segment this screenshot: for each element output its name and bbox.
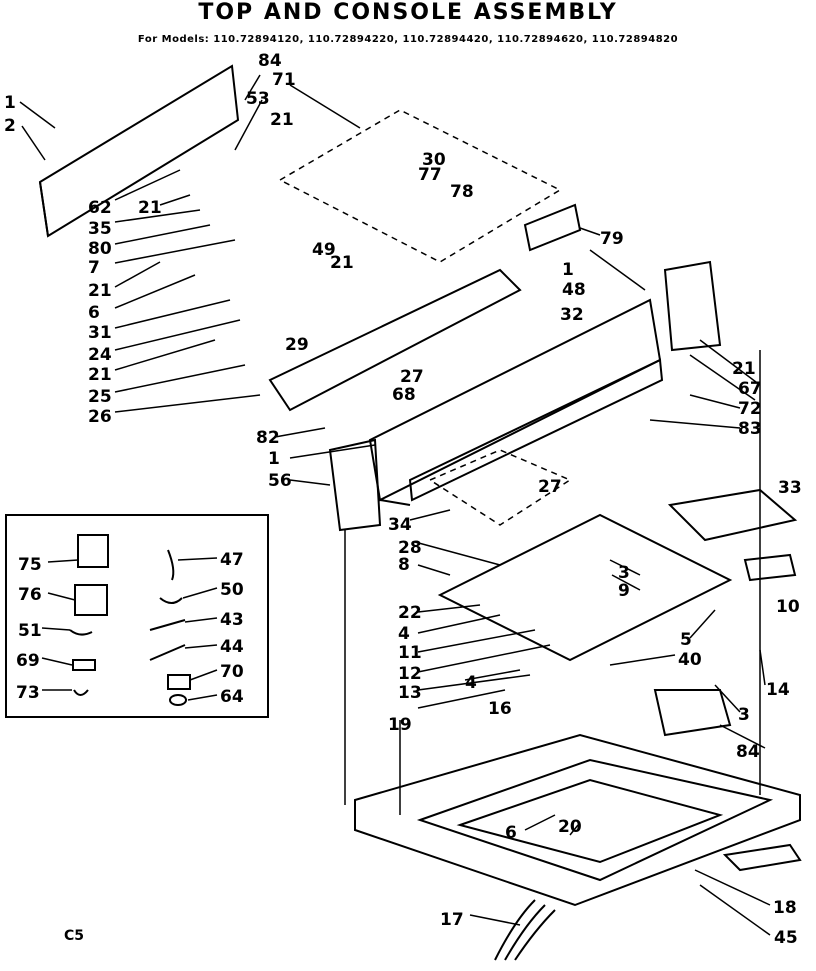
callout-27: 27 <box>400 367 424 387</box>
callout-1: 1 <box>562 260 574 280</box>
inset-callout-64: 64 <box>220 687 244 707</box>
callout-19: 19 <box>388 715 412 735</box>
callout-21: 21 <box>330 253 354 273</box>
callout-67: 67 <box>738 379 762 399</box>
callout-79: 79 <box>600 229 624 249</box>
callout-5: 5 <box>680 630 692 650</box>
callout-84: 84 <box>736 742 760 762</box>
models-prefix: For Models: <box>137 34 210 45</box>
callout-7: 7 <box>88 258 100 278</box>
callout-35: 35 <box>88 219 112 239</box>
callout-3: 3 <box>738 705 750 725</box>
inset-callout-69: 69 <box>16 651 40 671</box>
callout-27: 27 <box>538 477 562 497</box>
callout-17: 17 <box>440 910 464 930</box>
callout-40: 40 <box>678 650 702 670</box>
callout-68: 68 <box>392 385 416 405</box>
callout-21: 21 <box>732 359 756 379</box>
callout-2: 2 <box>4 116 16 136</box>
inset-callout-75: 75 <box>18 555 42 575</box>
top-frame <box>437 513 733 662</box>
end-cap-right <box>663 260 722 352</box>
callout-22: 22 <box>398 603 422 623</box>
callout-15: 15 <box>0 0 24 5</box>
models-list: 110.72894120, 110.72894220, 110.72894420… <box>213 34 679 45</box>
callout-33: 33 <box>778 478 802 498</box>
harness-group-box <box>278 109 562 263</box>
corner-code: C5 <box>64 928 85 944</box>
callout-16: 16 <box>488 699 512 719</box>
inset-callout-47: 47 <box>220 550 244 570</box>
callout-28: 28 <box>398 538 422 558</box>
callout-48: 48 <box>562 280 586 300</box>
callout-18: 18 <box>773 898 797 918</box>
models-line: For Models: 110.72894120, 110.72894220, … <box>0 34 816 45</box>
callout-4: 4 <box>398 624 410 644</box>
callout-12: 12 <box>398 664 422 684</box>
end-cap-left <box>328 438 382 532</box>
callout-1: 1 <box>4 93 16 113</box>
callout-62: 62 <box>88 198 112 218</box>
callout-11: 11 <box>398 643 422 663</box>
callout-31: 31 <box>88 323 112 343</box>
callout-83: 83 <box>738 419 762 439</box>
callout-53: 53 <box>246 89 270 109</box>
inset-callout-43: 43 <box>220 610 244 630</box>
callout-56: 56 <box>268 471 292 491</box>
callout-21: 21 <box>88 281 112 301</box>
callout-71: 71 <box>272 70 296 90</box>
inset-callout-73: 73 <box>16 683 40 703</box>
diagram-title: TOP AND CONSOLE ASSEMBLY <box>198 0 618 25</box>
inset-callout-44: 44 <box>220 637 244 657</box>
callout-30: 30 <box>422 150 446 170</box>
callout-80: 80 <box>88 239 112 259</box>
accessory-inset <box>5 514 269 718</box>
inset-callout-70: 70 <box>220 662 244 682</box>
callout-13: 13 <box>398 683 422 703</box>
callout-8: 8 <box>398 555 410 575</box>
callout-23: 23 <box>0 0 24 5</box>
callout-26: 26 <box>88 407 112 427</box>
callout-10: 10 <box>776 597 800 617</box>
callout-21: 21 <box>138 198 162 218</box>
callout-77: 77 <box>418 165 442 185</box>
callout-21: 21 <box>270 110 294 130</box>
inset-callout-labels: 75 47 76 50 51 43 69 44 70 73 64 <box>16 550 244 707</box>
callout-14: 14 <box>766 680 790 700</box>
callout-29: 29 <box>285 335 309 355</box>
callout-49: 49 <box>312 240 336 260</box>
callout-24: 24 <box>88 345 112 365</box>
inset-callout-51: 51 <box>18 621 42 641</box>
callout-3: 3 <box>618 563 630 583</box>
top-body <box>354 733 801 907</box>
callout-84: 84 <box>258 51 282 71</box>
callout-9: 9 <box>618 581 630 601</box>
callout-6: 6 <box>505 823 517 843</box>
callout-21: 21 <box>88 365 112 385</box>
sticker <box>523 203 582 252</box>
callout-1: 1 <box>268 449 280 469</box>
callout-20: 20 <box>558 817 582 837</box>
lint-housing <box>667 488 798 542</box>
callout-45: 45 <box>774 928 798 948</box>
inset-callout-50: 50 <box>220 580 244 600</box>
callout-34: 34 <box>388 515 412 535</box>
callout-72: 72 <box>738 399 762 419</box>
callout-82: 82 <box>256 428 280 448</box>
inset-callout-76: 76 <box>18 585 42 605</box>
callout-6: 6 <box>88 303 100 323</box>
callout-4: 4 <box>465 673 477 693</box>
callout-78: 78 <box>450 182 474 202</box>
callout-32: 32 <box>560 305 584 325</box>
control-bracket <box>268 268 522 412</box>
callout-25: 25 <box>88 387 112 407</box>
